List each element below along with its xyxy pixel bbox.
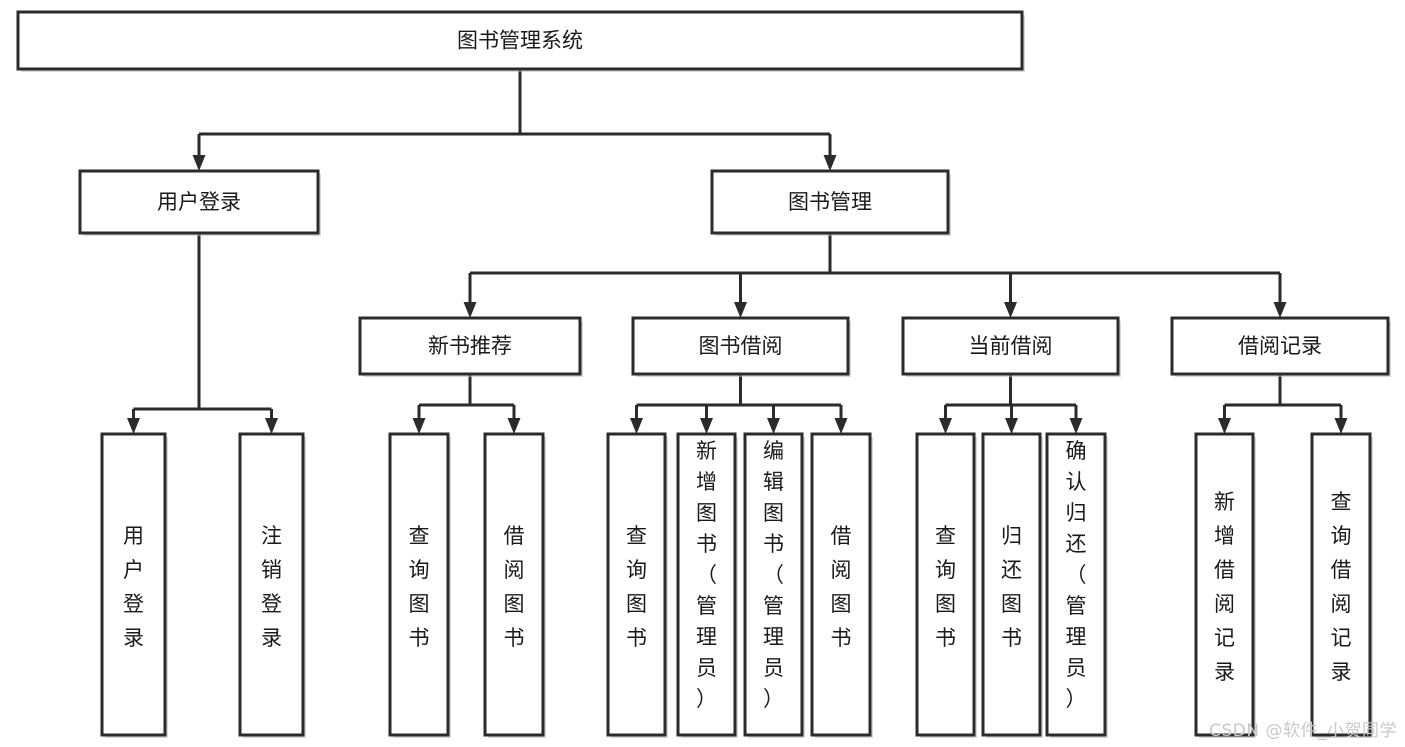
nodes-layer: 图书管理系统用户登录图书管理新书推荐图书借阅当前借阅借阅记录用户登录注销登录查询…	[16, 10, 1391, 738]
node-label: 查询图书	[409, 524, 430, 650]
connector-arrowhead	[412, 418, 426, 434]
connector-arrowhead	[1005, 418, 1018, 434]
connector-group-user-login	[127, 233, 278, 434]
watermark-text: CSDN @软件_小贺同学	[1209, 721, 1397, 741]
connector-group-new-book-recommend	[412, 374, 521, 434]
node-leaf-borrow-book-1[interactable]: 借阅图书	[483, 432, 546, 738]
node-label: 图书管理	[788, 190, 872, 214]
connector-arrowhead	[1218, 418, 1231, 434]
node-new-book-recommend[interactable]: 新书推荐	[358, 316, 583, 377]
node-leaf-query-book-3[interactable]: 查询图书	[915, 432, 977, 738]
node-label: 编辑图书（管理员）	[763, 439, 784, 711]
node-rect[interactable]	[981, 432, 1042, 737]
node-user-login[interactable]: 用户登录	[78, 169, 321, 236]
node-label: 新增图书（管理员）	[696, 439, 717, 711]
connector-arrowhead	[939, 418, 952, 434]
connector-arrowhead	[630, 418, 643, 434]
node-label: 查询图书	[626, 524, 647, 650]
node-leaf-query-book-1[interactable]: 查询图书	[388, 432, 451, 738]
node-leaf-user-login[interactable]: 用户登录	[100, 432, 168, 738]
node-leaf-logout[interactable]: 注销登录	[238, 432, 306, 738]
node-label: 归还图书	[1001, 524, 1022, 650]
connector-arrowhead	[834, 418, 848, 434]
node-label: 图书管理系统	[457, 29, 583, 53]
node-rect[interactable]	[676, 432, 737, 737]
connector-group-current-borrow	[939, 374, 1083, 434]
connector-arrowhead	[700, 418, 713, 434]
node-leaf-edit-book[interactable]: 编辑图书（管理员）	[743, 432, 805, 738]
node-rect[interactable]	[710, 169, 950, 235]
node-leaf-borrow-book-2[interactable]: 借阅图书	[810, 432, 873, 738]
node-leaf-add-book[interactable]: 新增图书（管理员）	[676, 432, 738, 738]
connector-arrowhead	[127, 418, 140, 434]
node-root[interactable]: 图书管理系统	[16, 10, 1025, 72]
connector-arrowhead	[823, 155, 837, 171]
connector-arrowhead	[192, 155, 206, 171]
node-rect[interactable]	[483, 432, 545, 737]
node-rect[interactable]	[1045, 432, 1107, 737]
node-label: 图书借阅	[699, 334, 783, 358]
node-label: 借阅图书	[504, 524, 525, 650]
node-rect[interactable]	[606, 432, 667, 737]
node-label: 查询图书	[935, 524, 956, 650]
node-label: 借阅图书	[831, 524, 852, 650]
node-label: 用户登录	[123, 524, 144, 650]
connector-group-root	[192, 69, 837, 171]
node-current-borrow[interactable]: 当前借阅	[901, 316, 1121, 377]
node-rect[interactable]	[388, 432, 450, 737]
node-rect[interactable]	[78, 169, 320, 235]
connector-arrowhead	[1334, 418, 1348, 434]
connector-arrowhead	[734, 302, 747, 318]
node-leaf-query-record[interactable]: 查询借阅记录	[1310, 432, 1373, 738]
node-rect[interactable]	[358, 316, 582, 376]
node-label: 确认归还（管理员）	[1066, 439, 1087, 711]
connector-group-book-management	[463, 233, 1287, 318]
node-label: 用户登录	[157, 190, 241, 214]
node-rect[interactable]	[915, 432, 976, 737]
connectors-layer	[127, 69, 1348, 434]
connector-arrowhead	[463, 302, 477, 318]
node-rect[interactable]	[901, 316, 1120, 376]
connector-arrowhead	[1069, 418, 1083, 434]
node-book-borrow[interactable]: 图书借阅	[631, 316, 851, 377]
node-label: 新增借阅记录	[1214, 490, 1235, 684]
connector-arrowhead	[767, 418, 780, 434]
node-leaf-return-book[interactable]: 归还图书	[981, 432, 1043, 738]
node-rect[interactable]	[810, 432, 872, 737]
node-label: 注销登录	[261, 524, 282, 650]
connector-arrowhead	[1273, 302, 1287, 318]
connector-arrowhead	[265, 418, 278, 434]
node-leaf-add-record[interactable]: 新增借阅记录	[1194, 432, 1256, 738]
node-rect[interactable]	[631, 316, 850, 376]
node-borrow-record[interactable]: 借阅记录	[1170, 316, 1391, 377]
node-rect[interactable]	[1194, 432, 1255, 737]
node-label: 新书推荐	[428, 334, 512, 358]
node-rect[interactable]	[1170, 316, 1390, 376]
node-rect[interactable]	[16, 10, 1024, 71]
connector-arrowhead	[507, 418, 521, 434]
connector-group-borrow-record	[1218, 374, 1348, 434]
node-leaf-query-book-2[interactable]: 查询图书	[606, 432, 668, 738]
node-book-management[interactable]: 图书管理	[710, 169, 951, 236]
node-rect[interactable]	[100, 432, 167, 737]
node-label: 借阅记录	[1238, 334, 1322, 358]
node-label: 当前借阅	[969, 334, 1053, 358]
node-label: 查询借阅记录	[1331, 490, 1352, 684]
node-rect[interactable]	[1310, 432, 1372, 737]
connector-arrowhead	[1004, 302, 1017, 318]
node-leaf-confirm-return[interactable]: 确认归还（管理员）	[1045, 432, 1108, 738]
connector-group-book-borrow	[630, 374, 848, 434]
node-rect[interactable]	[743, 432, 804, 737]
node-rect[interactable]	[238, 432, 305, 737]
